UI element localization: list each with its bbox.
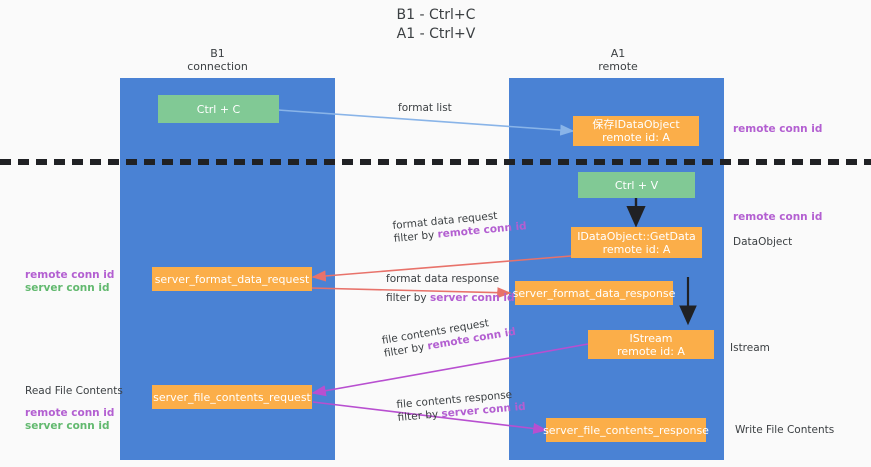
lane-header-a1-sub: remote (598, 60, 638, 73)
box-istream-label: IStream (629, 331, 673, 345)
lane-header-b1-name: B1 (210, 47, 225, 60)
edge-label-format-data-response-filter: filter by server conn id (386, 292, 515, 305)
box-server-file-contents-response-label: server_file_contents_response (543, 423, 709, 437)
annotation-left-bottom-remote-conn-id: remote conn id (25, 407, 115, 419)
box-save-idataobject[interactable]: 保存IDataObject remote id: A (573, 116, 699, 146)
box-istream-sublabel: remote id: A (617, 344, 685, 358)
box-server-format-data-request[interactable]: server_format_data_request (152, 267, 312, 291)
box-idataobject-getdata-label: IDataObject::GetData (577, 229, 696, 243)
edge-label-file-contents-response: file contents response filter by server … (396, 388, 526, 425)
filter-prefix: filter by (397, 408, 442, 424)
box-istream[interactable]: IStream remote id: A (588, 330, 714, 359)
edge-label-format-list: format list (398, 102, 452, 115)
box-server-format-data-request-label: server_format_data_request (154, 272, 310, 286)
lane-header-b1: B1 connection (125, 47, 310, 73)
edge-label-file-contents-request: file contents request filter by remote c… (381, 313, 517, 361)
box-ctrl-c-label: Ctrl + C (196, 102, 241, 116)
edge-label-format-data-request: format data request filter by remote con… (392, 207, 527, 246)
box-idataobject-getdata-sublabel: remote id: A (602, 242, 671, 256)
box-save-idataobject-sublabel: remote id: A (602, 131, 670, 144)
annotation-right-write-file-contents: Write File Contents (735, 424, 835, 436)
edge-label-format-data-response: format data response filter by server co… (386, 273, 515, 305)
filter-prefix: filter by (386, 292, 430, 304)
diagram-title: B1 - Ctrl+C A1 - Ctrl+V (336, 6, 536, 44)
box-server-format-data-response[interactable]: server_format_data_response (512, 281, 676, 305)
filter-key-server-conn-id: server conn id (429, 292, 515, 304)
lane-header-a1: A1 remote (518, 47, 718, 73)
annotation-right-istream: Istream (730, 342, 770, 354)
box-ctrl-v[interactable]: Ctrl + V (578, 172, 695, 198)
annotation-right-dataobject: DataObject (733, 236, 793, 248)
box-server-format-data-response-label: server_format_data_response (512, 286, 676, 300)
box-save-idataobject-label: 保存IDataObject (592, 118, 680, 131)
box-server-file-contents-response[interactable]: server_file_contents_response (543, 418, 709, 442)
annotation-left-mid-remote-conn-id: remote conn id (25, 269, 115, 281)
title-line-2: A1 - Ctrl+V (396, 26, 476, 42)
annotation-right-top-remote-conn-id: remote conn id (733, 123, 823, 135)
box-idataobject-getdata[interactable]: IDataObject::GetData remote id: A (571, 227, 702, 258)
box-server-file-contents-request-label: server_file_contents_request (153, 390, 311, 404)
annotation-left-mid-server-conn-id: server conn id (25, 282, 110, 294)
annotation-right-mid-remote-conn-id: remote conn id (733, 211, 823, 223)
title-line-1: B1 - Ctrl+C (396, 7, 476, 23)
annotation-left-read-file-contents: Read File Contents (25, 385, 123, 397)
lane-header-a1-name: A1 (610, 47, 626, 60)
annotation-left-bottom-server-conn-id: server conn id (25, 420, 110, 432)
edge-label-format-list-text: format list (398, 102, 452, 114)
box-server-file-contents-request[interactable]: server_file_contents_request (152, 385, 312, 409)
box-ctrl-v-label: Ctrl + V (614, 178, 659, 192)
edge-label-format-data-response-text: format data response (386, 273, 500, 285)
box-ctrl-c[interactable]: Ctrl + C (158, 95, 279, 123)
lane-header-b1-sub: connection (187, 60, 248, 73)
